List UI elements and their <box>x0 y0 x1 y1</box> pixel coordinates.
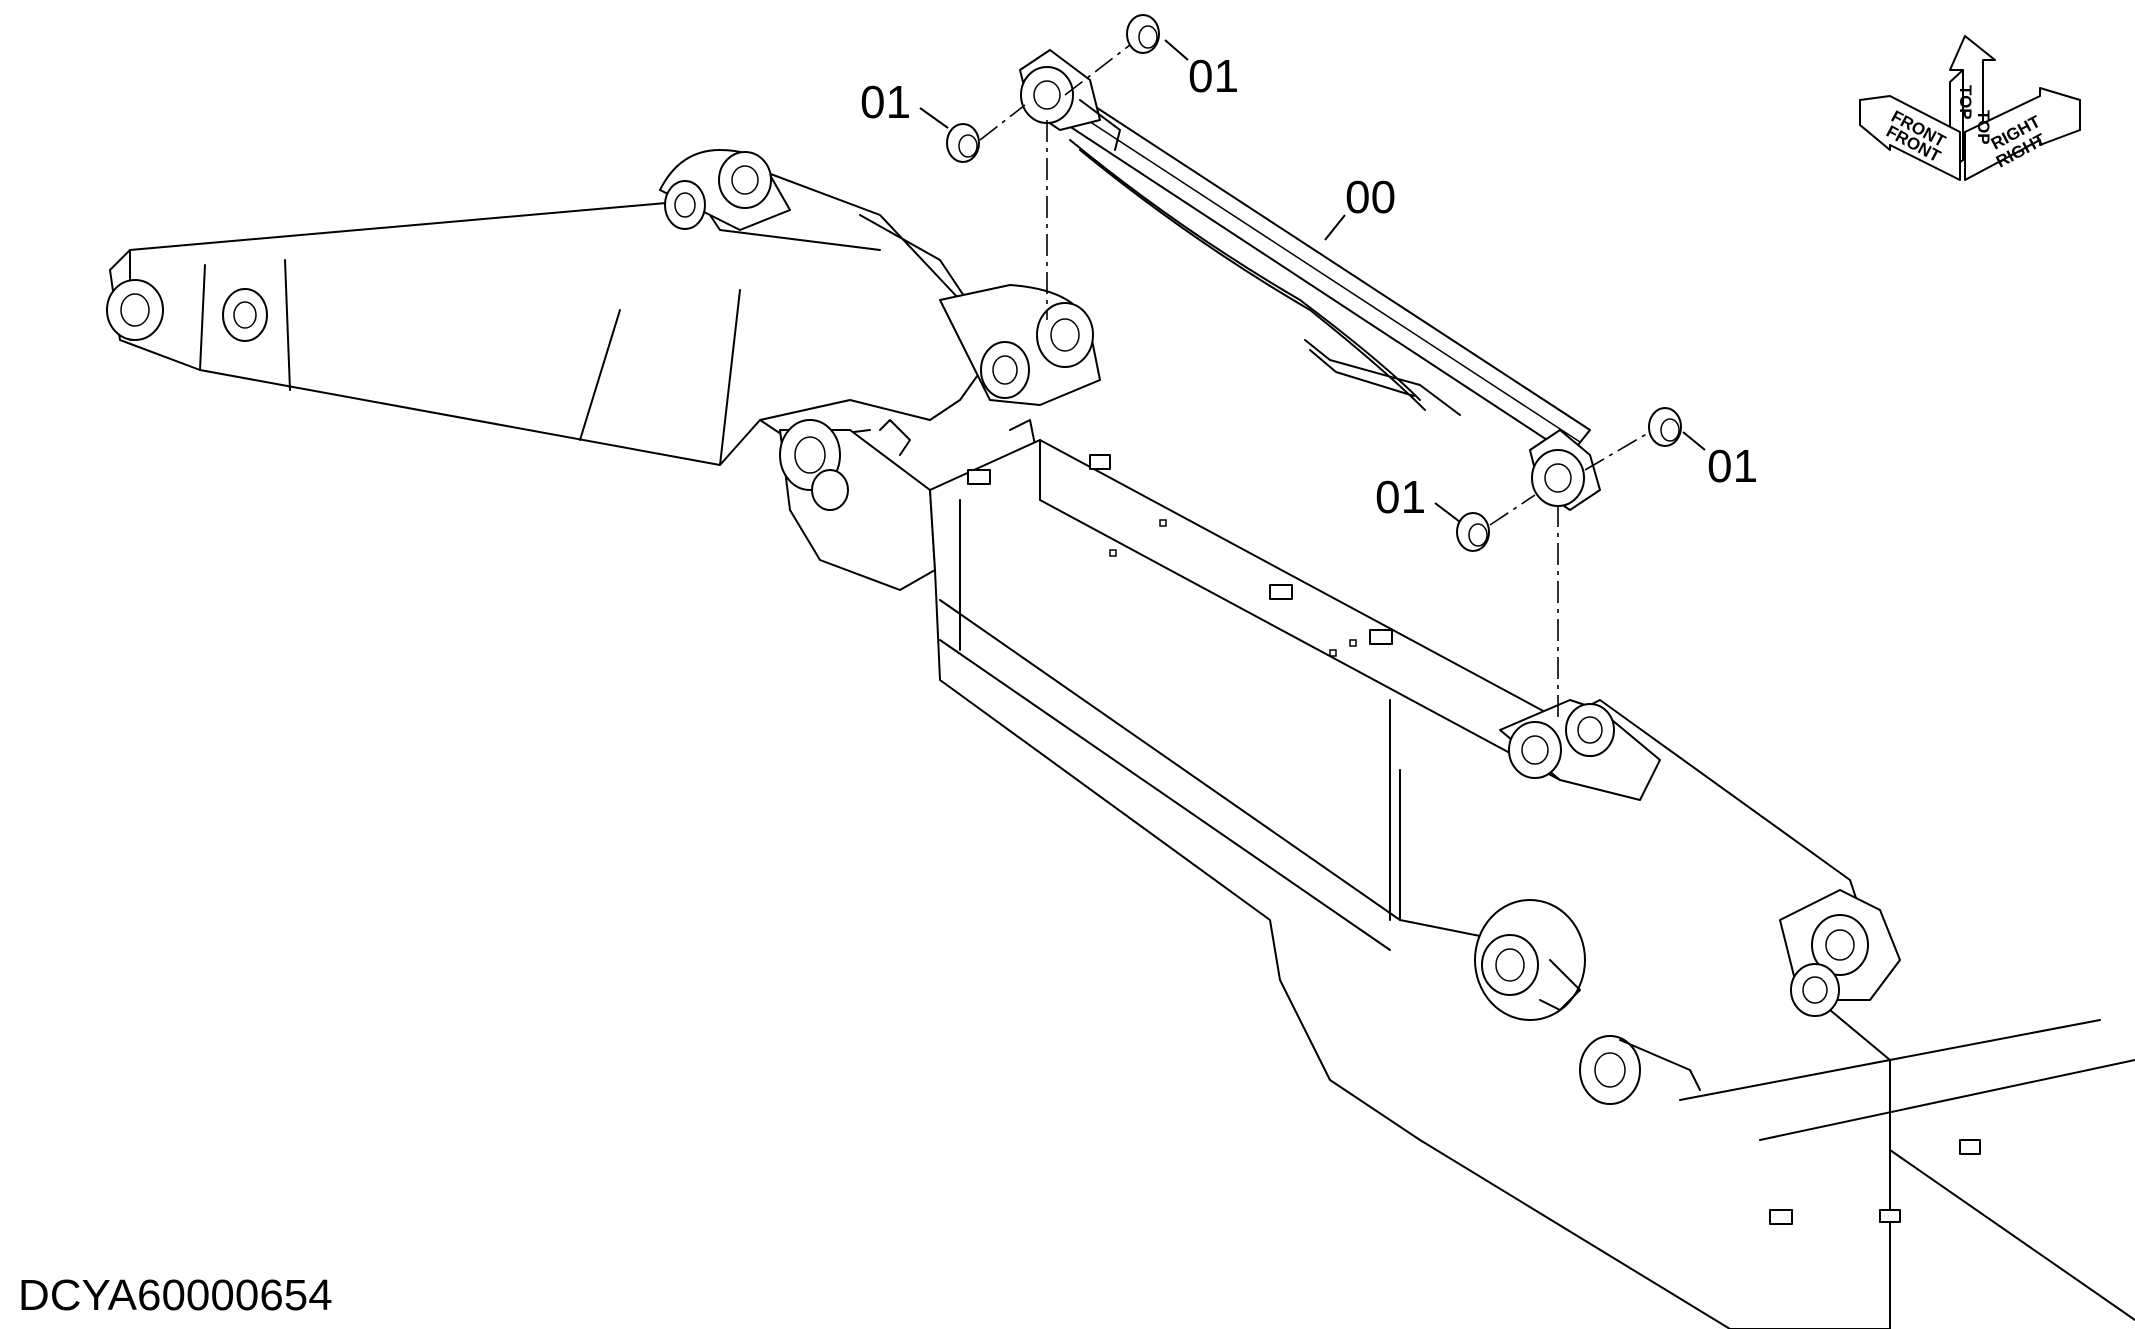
callout-cylinder-assembly: 00 <box>1345 171 1396 223</box>
compass-top: TOP <box>1956 85 1975 120</box>
bushing-bottom-right <box>1648 407 1682 447</box>
compass-top-back: TOP <box>1974 110 1993 145</box>
bushing-top-right <box>1126 14 1160 54</box>
drawing-id: DCYA60000654 <box>18 1271 333 1320</box>
arrow-left-icon <box>1859 95 1961 181</box>
callout-bushing-top-right: 01 <box>1188 50 1239 102</box>
leaders <box>919 39 1706 523</box>
callout-bushing-top-left: 01 <box>860 76 911 128</box>
orientation-compass: TOP TOP FRONT FRONT RIGHT RIGHT <box>1859 35 2081 181</box>
bushings <box>946 14 1682 552</box>
callout-bushing-bottom-left: 01 <box>1375 471 1426 523</box>
assembly-lines <box>979 44 1651 720</box>
boom-main-arm <box>929 439 1891 1329</box>
hydraulic-cylinder <box>1019 49 1601 511</box>
callout-bushing-bottom-right: 01 <box>1707 440 1758 492</box>
boom-structure <box>106 149 2135 1329</box>
bushing-top-left <box>946 123 980 163</box>
bushing-bottom-left <box>1456 512 1490 552</box>
